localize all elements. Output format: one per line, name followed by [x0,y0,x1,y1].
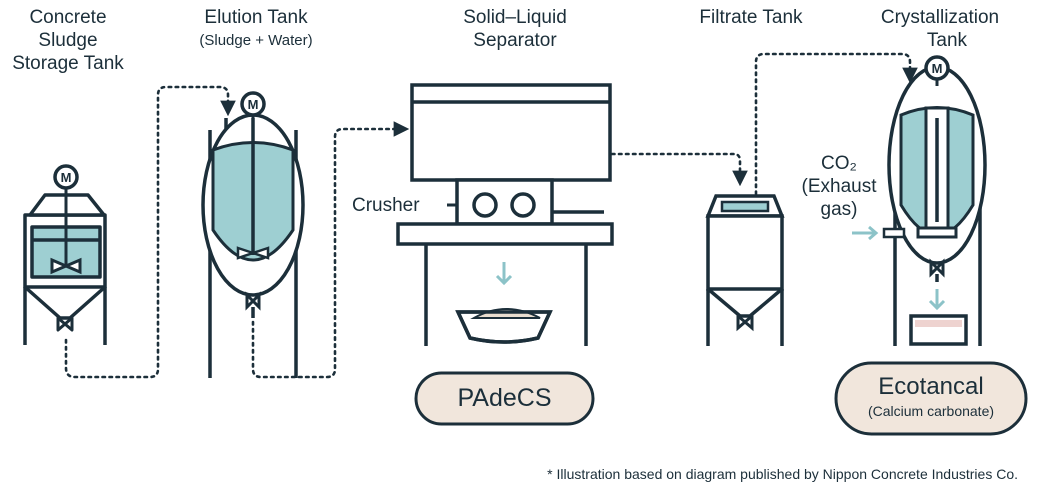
filtrate-tank-label: Filtrate Tank [699,7,803,28]
crystallization-tank-label-line: Crystallization [880,7,1000,28]
ecotancal-pill [834,361,1028,436]
separator-label-line: Separator [473,30,557,51]
elution-tank-title: Elution Tank [204,7,308,28]
motor-icon: M [53,164,79,196]
svg-text:M: M [61,170,72,185]
flow-elution-to-separator [251,121,410,379]
co2-label-line: gas) [820,199,858,220]
co2-label-line: (Exhaust [801,176,877,197]
storage-tank-mixer [50,190,82,275]
flow-storage-to-elution [64,85,236,379]
filtrate-tank [705,194,785,346]
motor-icon: M [240,91,266,124]
ecotancal-label: Ecotancal (Calcium carbonate) [836,373,1026,421]
co2-inlet-arrow [852,225,879,241]
flow-filtrate-to-crystallization [754,52,918,196]
crystallization-tank-label: Crystallization Tank [850,6,1030,52]
storage-tank-label-line: Sludge [38,30,98,51]
storage-tank-label-line: Concrete [29,7,107,28]
padecs-label: PAdeCS [457,384,552,412]
co2-label: CO₂ (Exhaust gas) [790,152,888,221]
motor-icon: M [924,55,950,86]
flow-lines [64,52,918,379]
svg-text:M: M [248,97,259,112]
elution-tank-label: Elution Tank (Sludge + Water) [166,6,346,50]
separator-label-line: Solid–Liquid [463,7,567,28]
elution-tank [201,113,305,378]
svg-text:M: M [932,61,943,76]
elution-tank-subtitle: (Sludge + Water) [199,32,313,49]
ecotancal-subtitle: (Calcium carbonate) [867,403,995,419]
separator [396,83,614,346]
crystallization-tank [882,65,987,346]
ecotancal-title: Ecotancal [878,373,984,400]
separator-label: Solid–Liquid Separator [420,6,610,52]
crusher-label: Crusher [352,195,420,216]
storage-tank-label: Concrete Sludge Storage Tank [0,6,136,75]
footnote: * Illustration based on diagram publishe… [547,466,1018,482]
padecs-pill [414,371,595,426]
co2-label-line: CO₂ [821,153,857,174]
crystallization-tank-label-line: Tank [926,30,968,51]
flow-separator-to-filtrate [610,152,748,187]
storage-tank-label-line: Storage Tank [12,53,124,74]
sediment-arrow [495,262,513,286]
product-arrow [928,289,946,311]
